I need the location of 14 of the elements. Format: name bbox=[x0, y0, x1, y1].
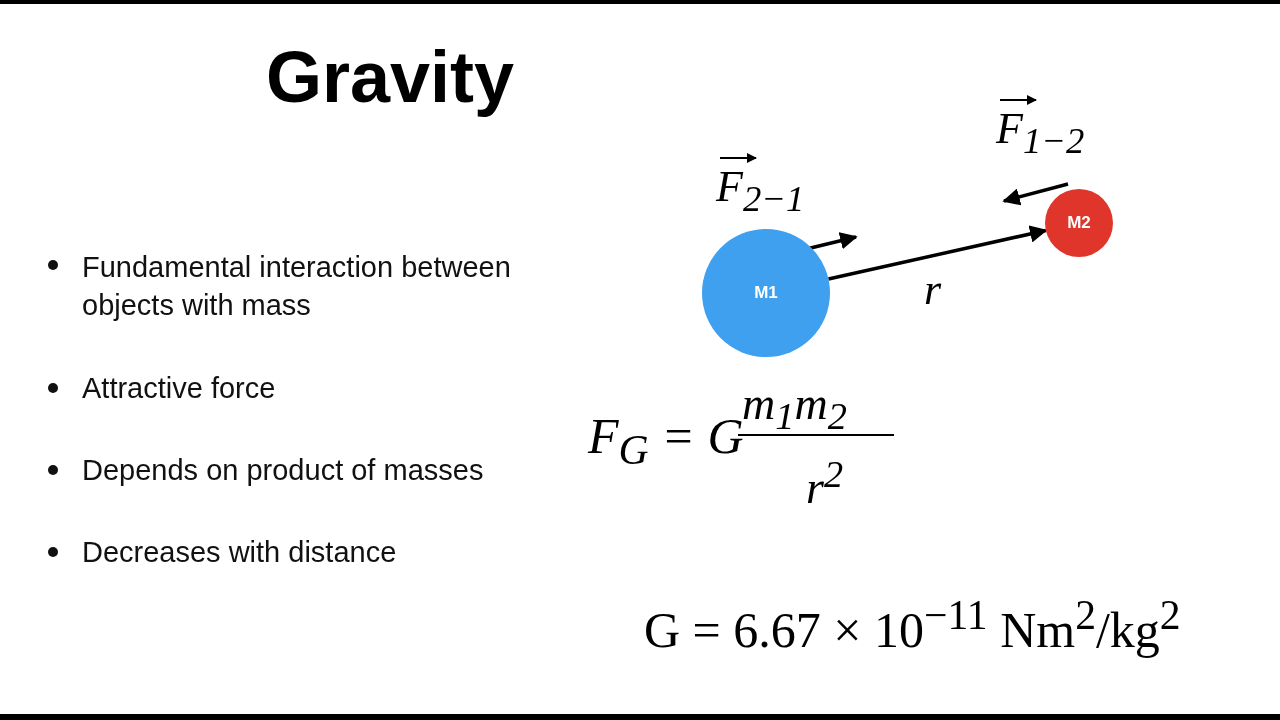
bullet-text: Attractive force bbox=[82, 371, 276, 406]
force-label: F$_{1−2}$ bbox=[996, 104, 1085, 163]
constant-formula: G = 6.67 × 10$^{−11}$ Nm$^{2}$/kg$^{2}$ bbox=[644, 591, 1181, 660]
formula-denominator: r$^{2}$ bbox=[806, 452, 844, 515]
distance-arrow bbox=[828, 225, 1048, 281]
mass-label: M2 bbox=[1067, 213, 1091, 233]
bullet-text: Depends on product of masses bbox=[82, 453, 484, 488]
slide-title: Gravity bbox=[266, 36, 515, 118]
formula-text: F$_{G}$ = G bbox=[588, 408, 744, 475]
bullet-text: Fundamental interaction between objects with mass bbox=[82, 250, 512, 323]
force-label: F$_{2−1}$ bbox=[716, 162, 805, 221]
bullet-text: Decreases with distance bbox=[82, 535, 397, 570]
mass-label: M1 bbox=[754, 283, 778, 303]
formula-numerator: m$_{1}$m$_{2}$ bbox=[742, 378, 847, 438]
